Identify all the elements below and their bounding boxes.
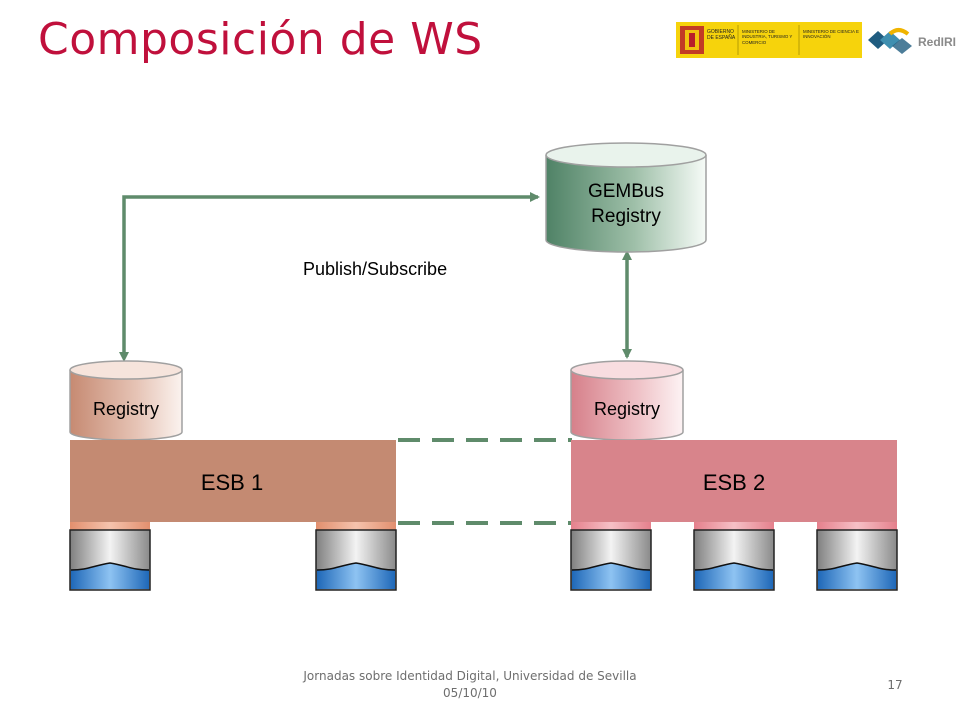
ministry-1-text: MINISTERIO DE INDUSTRIA, TURISMO Y COMER…	[742, 29, 793, 45]
esb2-label: ESB 2	[703, 470, 765, 495]
gembus-registry-label-2: Registry	[591, 206, 661, 227]
esb2-service-3	[816, 522, 898, 591]
gembus-registry-cylinder: GEMBus Registry	[545, 142, 707, 253]
esb1-registry-label: Registry	[93, 399, 159, 419]
esb1-label: ESB 1	[201, 470, 263, 495]
rediris-logo: RedIRIS	[868, 28, 956, 54]
esb1-bus	[70, 440, 396, 522]
gov-logo-text: GOBIERNO DE ESPAÑA	[707, 29, 736, 41]
esb1-service-1	[69, 522, 151, 591]
esb2-service-2	[693, 522, 775, 591]
esb1-registry-cylinder: Registry	[69, 360, 183, 441]
publish-subscribe-label: Publish/Subscribe	[303, 259, 447, 279]
sponsor-logos: GOBIERNO DE ESPAÑA MINISTERIO DE INDUSTR…	[676, 22, 956, 58]
spain-government-logo: GOBIERNO DE ESPAÑA MINISTERIO DE INDUSTR…	[676, 22, 862, 58]
footer-line-1: Jornadas sobre Identidad Digital, Univer…	[303, 669, 637, 683]
esb2-registry-label: Registry	[594, 399, 660, 419]
esb2-registry-cylinder: Registry	[570, 360, 684, 441]
ministry-2-text: MINISTERIO DE CIENCIA E INNOVACIÓN	[803, 29, 859, 40]
gembus-registry-label-1: GEMBus	[588, 181, 664, 202]
publish-subscribe-arrow	[119, 192, 540, 362]
rediris-text: RedIRIS	[918, 35, 956, 49]
footer-line-2: 05/10/10	[443, 686, 497, 700]
esb2-service-1	[570, 522, 652, 591]
esb1-service-2	[315, 522, 397, 591]
page-number: 17	[887, 678, 903, 692]
slide-title: Composición de WS	[38, 14, 483, 65]
esb2-bus	[571, 440, 897, 522]
esb1-group: Registry ESB 1	[69, 360, 397, 591]
esb2-group: Registry ESB 2	[570, 360, 898, 591]
footer-text: Jornadas sobre Identidad Digital, Univer…	[250, 668, 690, 702]
